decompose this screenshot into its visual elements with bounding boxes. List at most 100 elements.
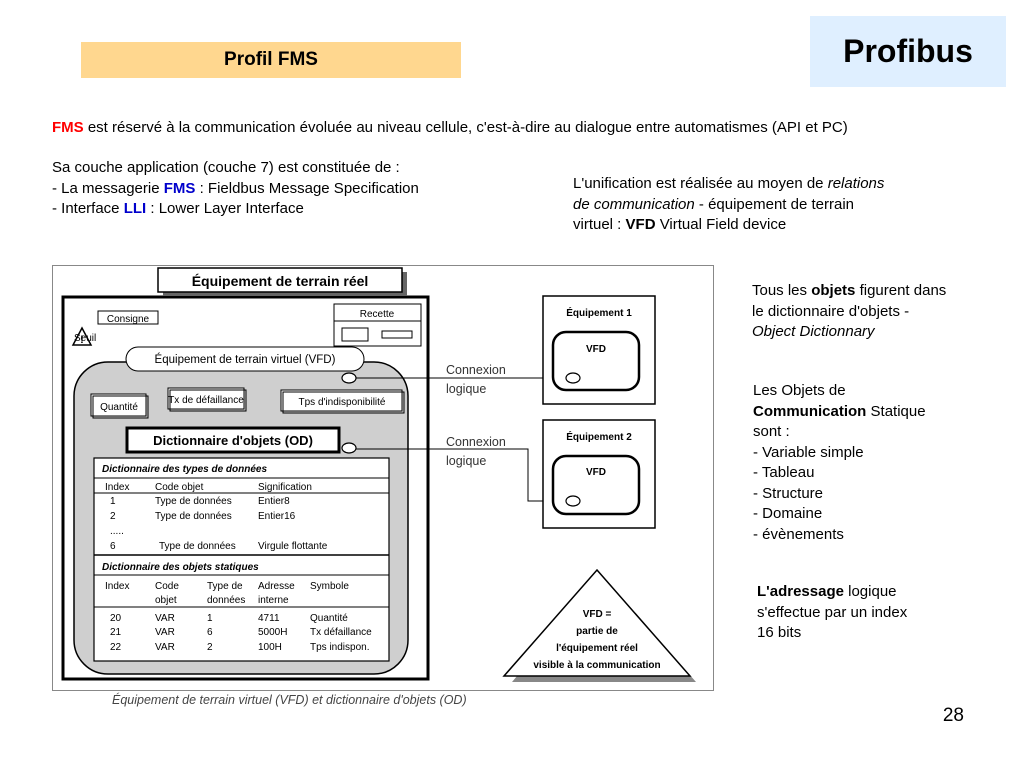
connexion-label-2a: Connexion <box>446 435 506 449</box>
layer7-block: Sa couche application (couche 7) est con… <box>52 158 492 220</box>
text: Statique <box>870 402 926 420</box>
list-item: - Variable simple <box>753 443 864 461</box>
seuil-label: Seuil <box>74 333 96 344</box>
vfd-title-pill <box>125 346 365 372</box>
addressing-note: L'adressage logique s'effectue par un in… <box>757 582 987 644</box>
text: logique <box>848 583 897 600</box>
item-rest: : Lower Layer Interface <box>150 200 304 217</box>
triangle-text: l'équipement réel <box>556 643 638 654</box>
addressing-line2: s'effectue par un index <box>757 603 908 621</box>
item-prefix: - La messagerie <box>52 179 160 197</box>
brand-title: Profibus <box>810 16 1006 87</box>
connection-port-2 <box>341 442 357 454</box>
table-cell: 6 <box>207 627 213 638</box>
table-cell: Quantité <box>310 613 348 624</box>
title-tab <box>157 267 403 293</box>
list-item: - Structure <box>753 484 824 502</box>
tx-defaillance-box <box>167 387 245 410</box>
table-cell: 2 <box>110 511 116 522</box>
static-header: Symbole <box>310 581 349 592</box>
unification-line3: virtuel : VFD Virtual Field device <box>573 215 953 236</box>
layer7-heading: Sa couche application (couche 7) est con… <box>52 159 400 176</box>
vfd-title: Équipement de terrain virtuel (VFD) <box>155 353 336 366</box>
table-cell: Tps indispon. <box>310 642 369 653</box>
equipment-2-vfd-label: VFD <box>586 467 606 478</box>
table-cell: VAR <box>155 627 175 638</box>
static-header: Code <box>155 581 179 592</box>
triangle-text: partie de <box>576 626 618 637</box>
tps-indispo-label: Tps d'indisponibilité <box>299 397 386 408</box>
objects-note: Tous les objets figurent dans le diction… <box>752 281 992 343</box>
tx-defaillance-box-shadow <box>169 389 247 412</box>
fms-sentence: est réservé à la communication évoluée a… <box>87 119 848 136</box>
list-item: - Domaine <box>753 505 823 522</box>
addressing-term: L'adressage <box>757 583 844 600</box>
text: - équipement de terrain <box>698 195 854 213</box>
italic-text: relations <box>827 175 885 192</box>
table-cell: VAR <box>155 613 175 624</box>
table-cell: 6 <box>110 541 116 552</box>
objects-term: objets <box>811 282 856 299</box>
recette-field <box>341 327 369 342</box>
table-cell: 2 <box>207 642 213 653</box>
addressing-line1: L'adressage logique <box>757 582 987 603</box>
section-title: Profil FMS <box>81 42 461 78</box>
static-line1: Les Objets de <box>753 382 846 399</box>
equipment-2-vfd <box>551 454 641 516</box>
static-header: données <box>207 595 245 606</box>
static-line3: sont : <box>753 423 790 440</box>
text: Virtual Field device <box>659 216 787 233</box>
unification-block: L'unification est réalisée au moyen de r… <box>573 174 953 236</box>
table-cell: Type de données <box>155 496 232 507</box>
static-objects-note: Les Objets de Communication Statique son… <box>753 381 993 545</box>
objects-line1: Tous les objets figurent dans <box>752 281 992 302</box>
table-cell: 21 <box>110 627 122 638</box>
quantite-box-shadow <box>92 395 149 419</box>
page-number: 28 <box>942 705 964 726</box>
quantite-box <box>90 393 147 417</box>
connection-port-1 <box>341 372 357 384</box>
table-cell: 5000H <box>258 627 287 638</box>
static-header: Index <box>105 581 129 592</box>
table-cell: Type de données <box>159 541 236 552</box>
connexion-label-2b: logique <box>446 454 486 468</box>
recette-label: Recette <box>360 309 395 320</box>
equipment-1-label: Équipement 1 <box>566 306 632 319</box>
table-cell: 20 <box>110 613 122 624</box>
list-item: - Tableau <box>753 464 815 481</box>
equipment-1-vfd <box>551 330 641 392</box>
quantite-label: Quantité <box>100 402 138 413</box>
types-header-code: Code objet <box>155 482 204 493</box>
equipment-1-vfd-label: VFD <box>586 344 606 355</box>
table-cell: ..... <box>110 526 124 537</box>
equipment-2-port <box>565 495 581 507</box>
table-cell: 4711 <box>258 613 280 624</box>
text: figurent dans <box>859 282 947 299</box>
tps-indispo-box <box>280 389 403 412</box>
od-title-box <box>125 426 341 454</box>
table-cell: Entier16 <box>258 511 296 522</box>
table-cell: Type de données <box>155 511 232 522</box>
objects-line2: le dictionnaire d'objets - <box>752 302 910 320</box>
text: virtuel : <box>573 216 622 233</box>
triangle-text: VFD = <box>583 609 612 620</box>
list-item: - évènements <box>753 525 844 543</box>
od-title: Dictionnaire d'objets (OD) <box>153 433 313 448</box>
warning-icon-mark: ! <box>80 334 84 346</box>
static-header: interne <box>258 595 289 606</box>
consigne-label: Consigne <box>107 314 150 325</box>
types-header-index: Index <box>105 482 129 493</box>
fms-term: FMS <box>52 119 84 136</box>
lli-acronym: LLI <box>123 200 147 217</box>
static-line2: Communication Statique <box>753 402 993 423</box>
od-tables <box>93 457 390 662</box>
text: Tous les <box>752 282 808 299</box>
vfd-diagram: Équipement de terrain réel ! Consigne Se… <box>52 265 714 691</box>
table-cell: Virgule flottante <box>258 541 328 552</box>
warning-icon <box>71 326 93 346</box>
intro-paragraph: FMS est réservé à la communication évolu… <box>52 118 992 139</box>
objects-line3: Object Dictionnary <box>752 322 992 343</box>
layer7-item-fms: - La messagerie FMS : Fieldbus Message S… <box>52 179 492 200</box>
table-cell: VAR <box>155 642 175 653</box>
text: L'unification est réalisée au moyen de <box>573 175 824 192</box>
